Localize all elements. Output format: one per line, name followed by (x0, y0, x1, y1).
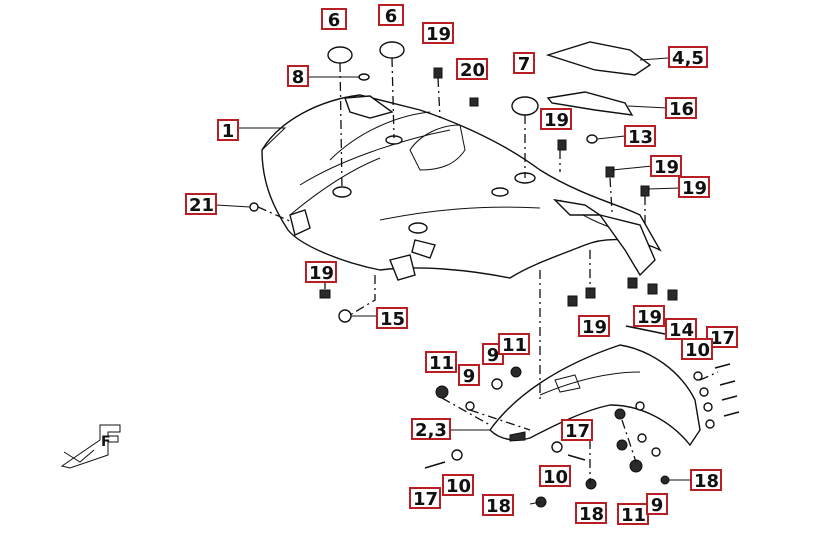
callout-18-a: 18 (482, 494, 514, 517)
callout-19-mid: 19 (540, 108, 572, 131)
callout-19-left: 19 (305, 261, 337, 284)
callout-6b: 6 (378, 4, 404, 27)
callout-17-mid: 17 (561, 419, 593, 442)
grommet-6b (379, 41, 405, 59)
callout-1: 1 (217, 119, 239, 142)
hood-cover (545, 41, 652, 76)
plug-13 (586, 134, 598, 144)
callout-20: 20 (456, 58, 488, 81)
callout-11-b: 11 (498, 333, 530, 356)
callout-9-b: 9 (458, 364, 480, 387)
callout-19-r1: 19 (650, 155, 682, 178)
callout-17-low: 17 (409, 487, 441, 510)
callout-11-low: 11 (617, 503, 649, 526)
plug-8 (358, 73, 370, 81)
cap-7 (511, 96, 539, 116)
callout-16: 16 (665, 97, 697, 120)
hood-seal (546, 91, 634, 116)
grommet-6a (327, 46, 353, 64)
callout-7: 7 (513, 52, 535, 75)
callout-10-top: 10 (681, 338, 713, 361)
callout-17-top: 17 (706, 326, 738, 349)
callout-6a: 6 (321, 8, 347, 31)
callout-19-low: 19 (578, 315, 610, 338)
callout-14: 14 (665, 318, 697, 341)
callout-10-mid: 10 (539, 465, 571, 488)
assembly-lines (257, 57, 719, 484)
callout-4-5: 4,5 (668, 46, 708, 69)
callout-19-r2: 19 (678, 176, 710, 199)
callout-15: 15 (376, 307, 408, 330)
callout-19-top: 19 (422, 22, 454, 45)
callout-18-b: 18 (575, 502, 607, 525)
callout-10-low: 10 (442, 474, 474, 497)
callout-21: 21 (185, 193, 217, 216)
callout-13: 13 (624, 125, 656, 148)
callout-19-low2: 19 (633, 305, 665, 328)
front-direction-icon: F (60, 424, 121, 469)
callout-11-a: 11 (425, 351, 457, 374)
callout-9-low: 9 (646, 493, 668, 516)
callout-2-3: 2,3 (411, 418, 451, 441)
front-fender-lower (489, 344, 701, 447)
front-fender-body (261, 94, 662, 281)
front-marker-letter: F (101, 434, 111, 450)
callout-8: 8 (287, 65, 309, 88)
callout-18-c: 18 (690, 469, 722, 492)
